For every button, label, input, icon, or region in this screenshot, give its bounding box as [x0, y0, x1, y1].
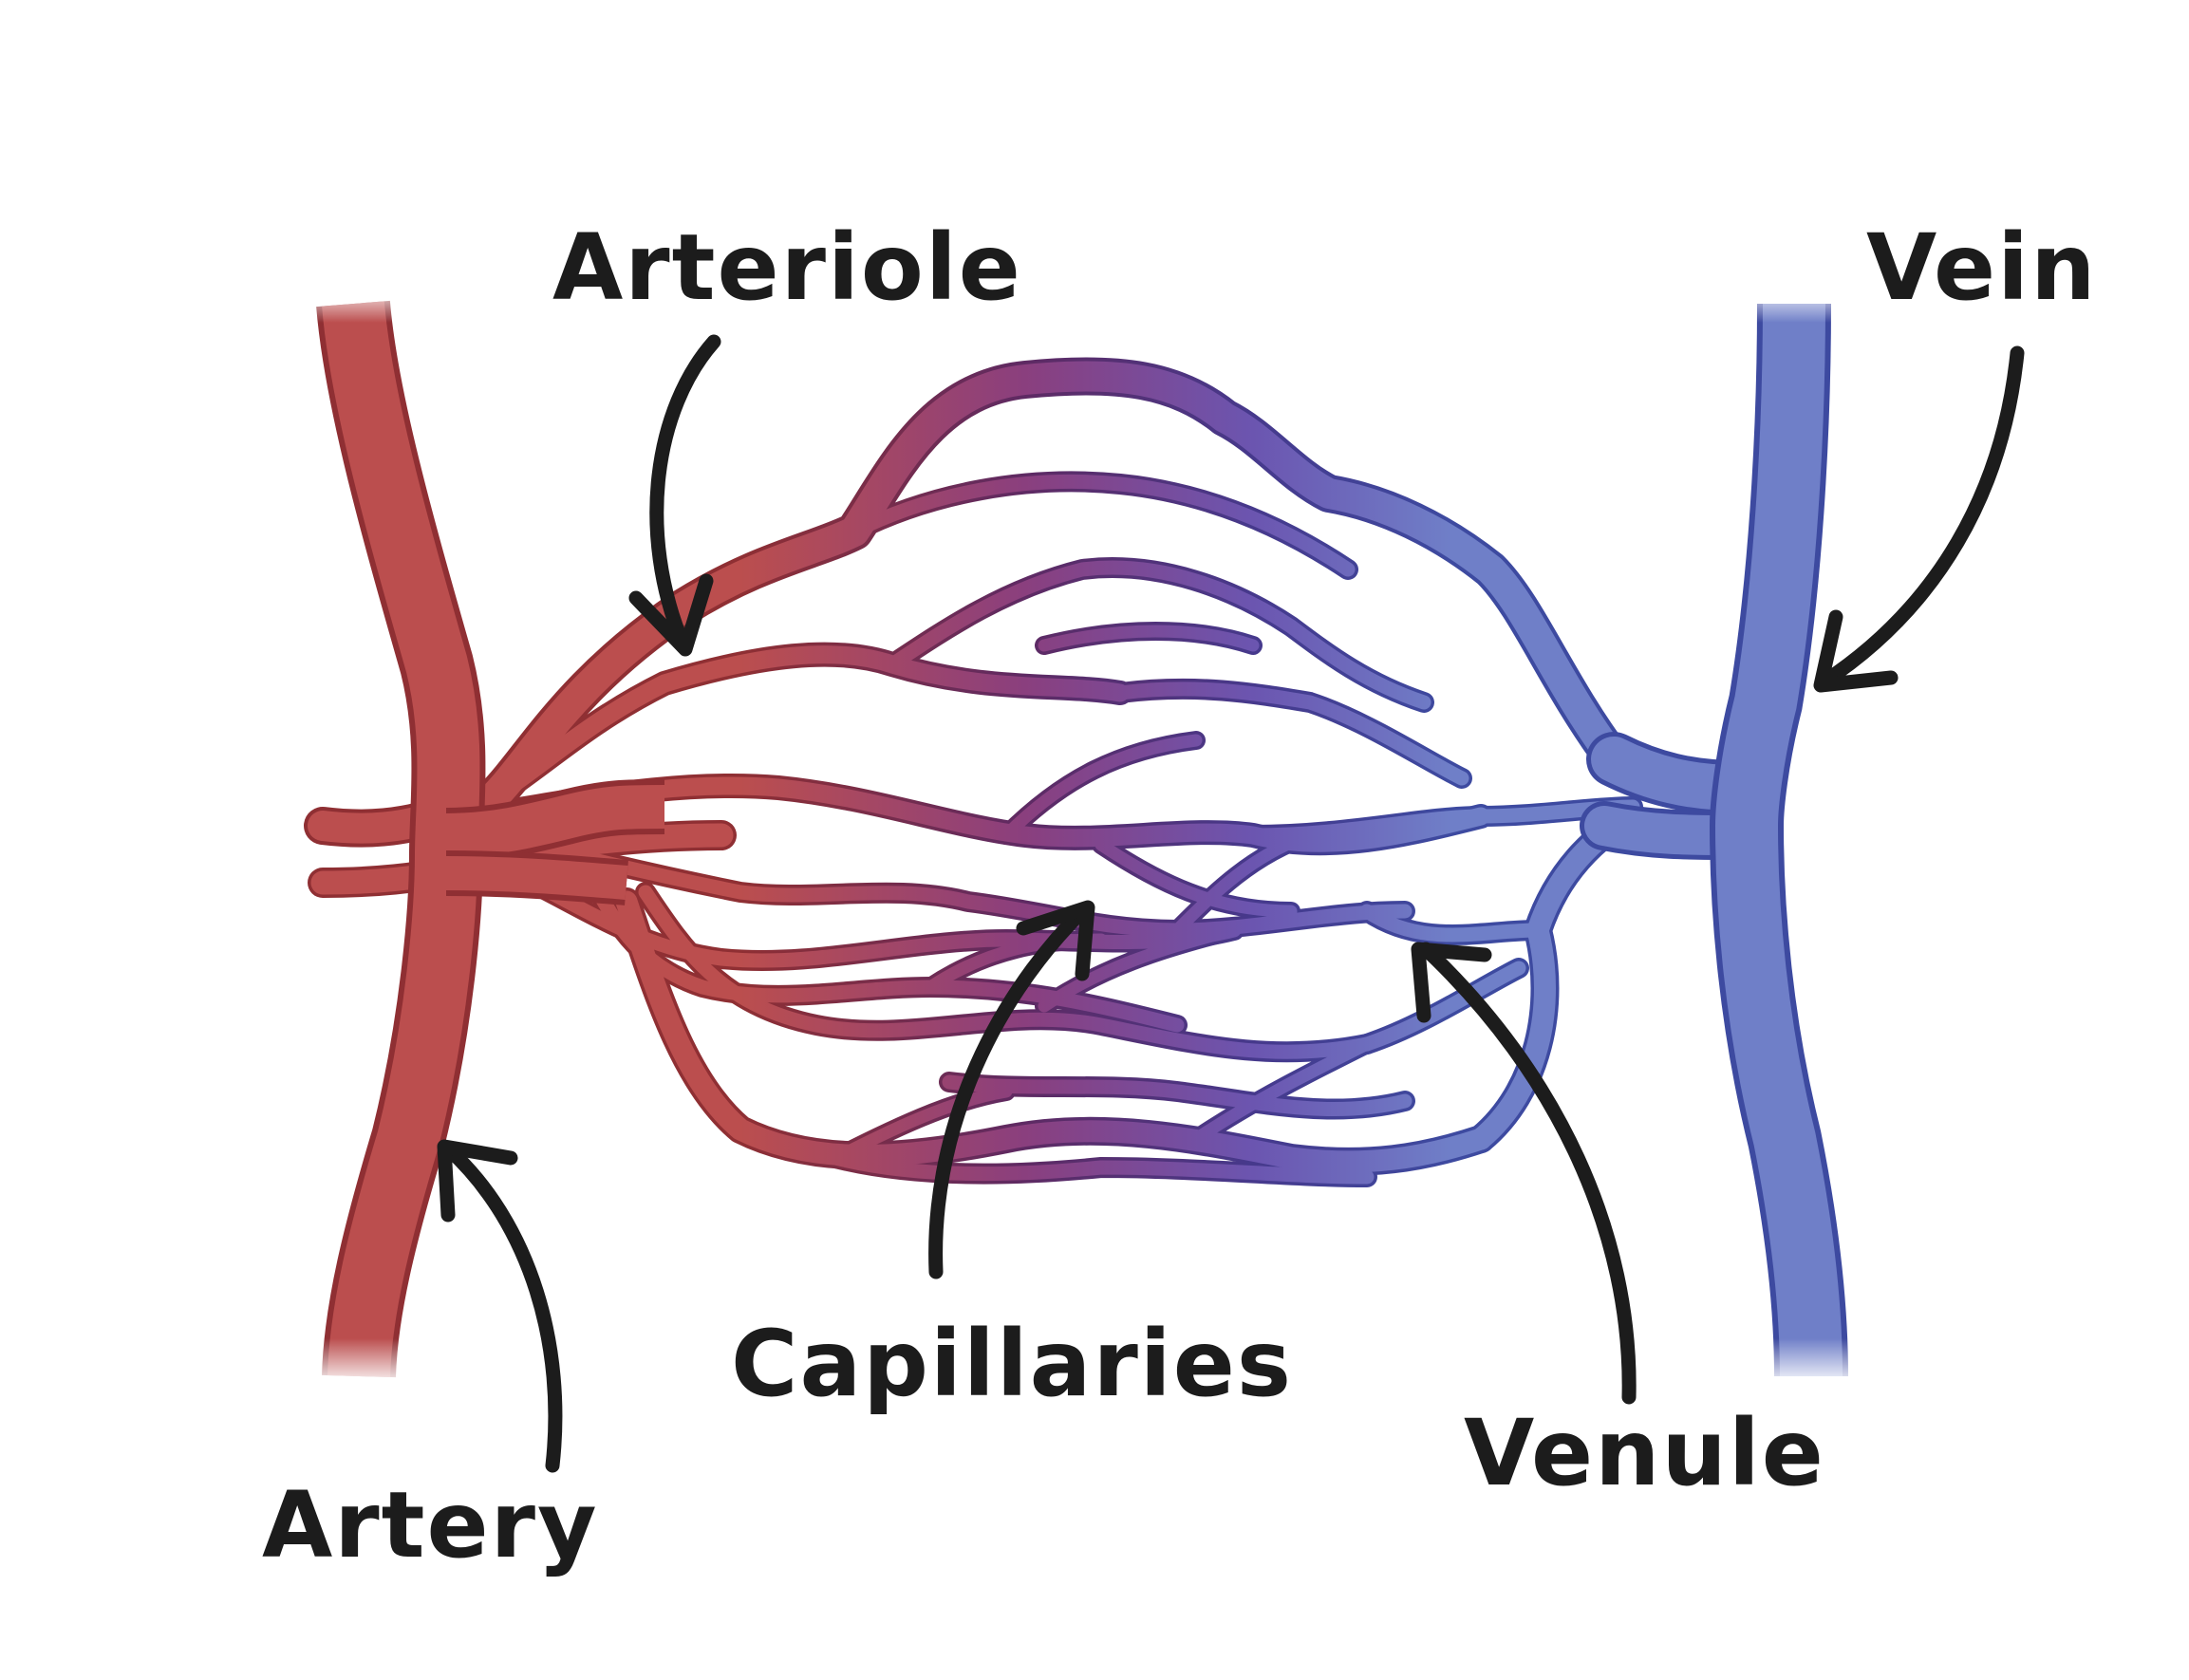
- label-venule: Venule: [1464, 1400, 1825, 1506]
- arrow-vein: [1813, 345, 2025, 693]
- arrow-venule: [1411, 942, 1637, 1405]
- arrow-capillaries: [928, 900, 1095, 1279]
- label-arteriole: Arteriole: [552, 215, 1022, 321]
- label-capillaries: Capillaries: [731, 1311, 1293, 1417]
- arrow-arteriole: [628, 334, 721, 657]
- label-artery: Artery: [262, 1472, 599, 1578]
- capillary-network: [304, 357, 1765, 1187]
- arrow-artery: [437, 1139, 563, 1473]
- label-vein: Vein: [1866, 215, 2097, 321]
- artery-vessel: [304, 285, 665, 1386]
- vein-vessel: [1709, 285, 1870, 1386]
